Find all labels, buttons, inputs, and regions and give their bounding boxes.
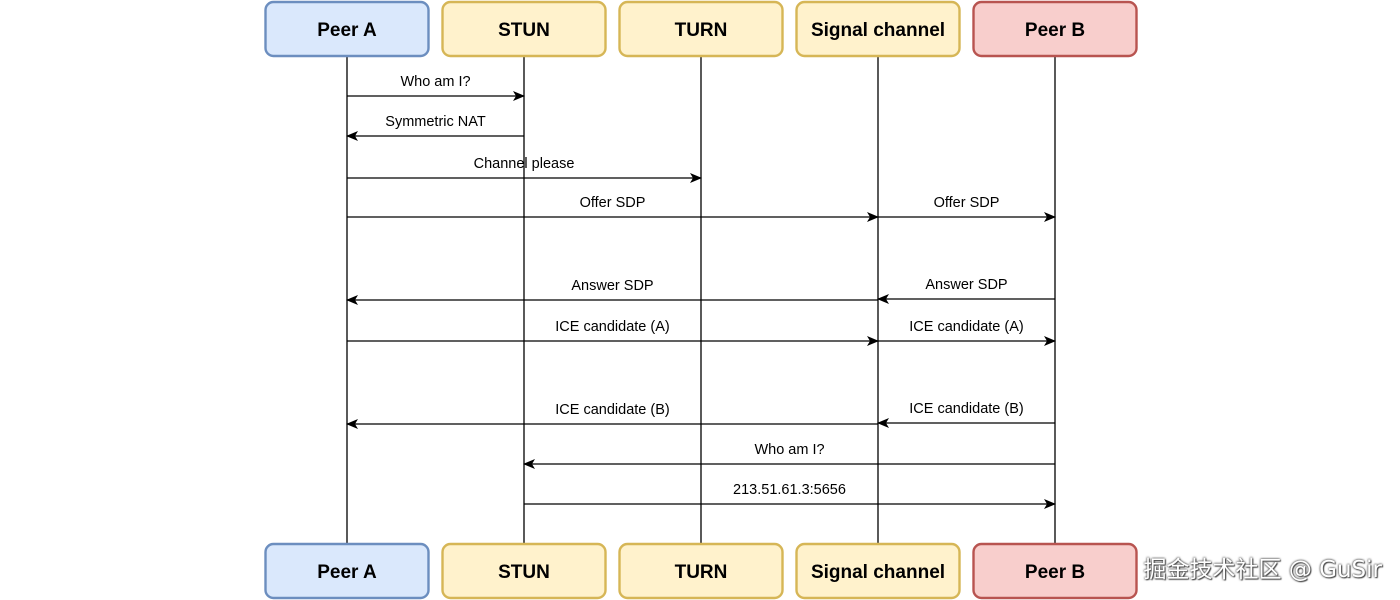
message-arrow: Offer SDP [347,195,879,222]
message-label: Who am I? [754,442,824,458]
actor-label: STUN [498,562,550,583]
message-arrow: ICE candidate (A) [347,319,879,346]
actor-box [972,0,1138,58]
actor-label: Peer A [317,20,377,41]
message-arrow: Offer SDP [878,195,1056,222]
message-arrow: 213.51.61.3:5656 [524,482,1056,509]
actor-label: Peer B [1025,562,1085,583]
message-arrow: Answer SDP [877,277,1055,304]
actor-box [441,542,607,600]
message-arrow: Who am I? [347,74,525,101]
message-arrow: ICE candidate (B) [346,402,878,429]
actor-box [618,542,784,600]
actor-label: TURN [675,20,728,41]
message-arrow: ICE candidate (A) [878,319,1056,346]
message-label: ICE candidate (A) [555,319,669,335]
actor-stun-bottom: STUN [441,542,607,600]
actor-peer-a-bottom: Peer A [264,542,430,600]
actor-signal-channel-bottom: Signal channel [795,542,961,600]
message-label: ICE candidate (B) [555,402,669,418]
actors-top: Peer A STUN TURN Signal channel Peer B [264,0,1138,58]
actor-box [264,542,430,600]
message-label: Answer SDP [925,277,1007,293]
actor-peer-b-top: Peer B [972,0,1138,58]
actor-stun-top: STUN [441,0,607,58]
message-arrow: ICE candidate (B) [877,401,1055,428]
message-arrow: Symmetric NAT [346,114,524,141]
message-label: Answer SDP [571,278,653,294]
actor-label: Peer B [1025,20,1085,41]
actor-turn-bottom: TURN [618,542,784,600]
actor-label: Signal channel [811,562,945,583]
message-label: Who am I? [400,74,470,90]
actor-label: STUN [498,20,550,41]
message-arrow: Channel please [347,156,702,183]
actor-box [264,0,430,58]
message-label: ICE candidate (A) [909,319,1023,335]
actor-box [795,542,961,600]
actor-peer-b-bottom: Peer B [972,542,1138,600]
actor-label: Peer A [317,562,377,583]
actor-box [795,0,961,58]
messages: Who am I? Symmetric NAT Channel pleaseOffe… [346,74,1056,509]
actor-label: TURN [675,562,728,583]
message-arrow: Answer SDP [346,278,878,305]
message-label: Offer SDP [580,195,646,211]
message-label: ICE candidate (B) [909,401,1023,417]
actor-signal-channel-top: Signal channel [795,0,961,58]
message-label: Symmetric NAT [385,114,486,130]
watermark: 掘金技术社区 @ GuSir [1143,557,1382,583]
actors-bottom: Peer A STUN TURN Signal channel Peer B [264,542,1138,600]
actor-peer-a-top: Peer A [264,0,430,58]
actor-box [972,542,1138,600]
actor-label: Signal channel [811,20,945,41]
actor-box [618,0,784,58]
actor-turn-top: TURN [618,0,784,58]
message-arrow: Who am I? [523,442,1055,469]
actor-box [441,0,607,58]
message-label: Offer SDP [934,195,1000,211]
message-label: Channel please [474,156,575,172]
message-label: 213.51.61.3:5656 [733,482,846,498]
